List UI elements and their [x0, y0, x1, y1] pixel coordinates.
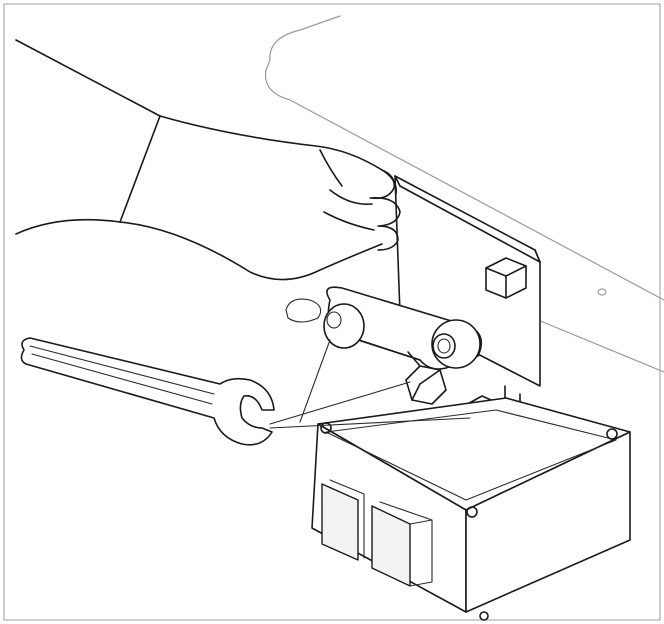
pivot-nut-lower: [405, 351, 447, 405]
hex-bolt-upper: [485, 257, 527, 299]
wrench-icon: [20, 337, 275, 446]
leader-lines: [269, 339, 471, 429]
switch-buttons: [321, 479, 433, 587]
figure-frame: [3, 3, 661, 621]
link-arm: [285, 286, 483, 370]
electrical-box: [311, 397, 631, 621]
hand-icon: [15, 39, 401, 281]
table-edge: [264, 15, 664, 373]
